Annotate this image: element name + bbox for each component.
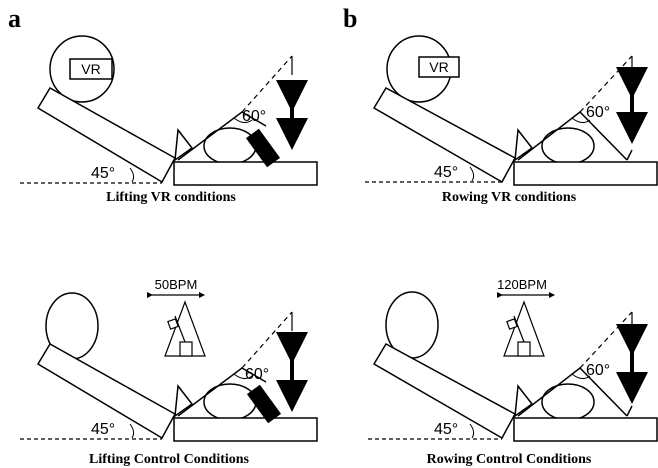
panel-caption: Rowing VR conditions [442,190,577,205]
rowing-lever [626,405,633,417]
seat-angle-label: 45° [434,164,458,181]
load-block [245,128,281,168]
vr-headset-label: VR [429,59,448,75]
bench-base [513,161,658,186]
knee-angle-arc [571,117,591,124]
seat-angle-label: 45° [434,421,458,438]
metronome-weight [179,341,193,357]
thigh-shape [541,127,595,165]
bench-base [173,417,318,442]
bench-base [513,417,658,442]
vr-headset [69,58,113,80]
metronome-icon [164,300,206,357]
person-figure [36,35,318,186]
vr-headset [418,56,460,78]
vertical-reference-line [579,311,633,369]
vertical-reference-line [241,311,293,369]
thigh-shape [203,383,257,421]
seat-angle-arc [129,167,135,183]
person-figure [36,292,318,442]
metronome-weight [517,341,531,357]
metronome-bob [506,318,518,330]
tempo-label: 50BPM [155,277,198,292]
metronome-pendulum [174,315,186,343]
tempo-label: 120BPM [497,277,547,292]
panel-caption: Rowing Control Conditions [427,452,592,467]
seat-angle-arc [129,423,135,439]
seat-angle-arc [469,166,475,182]
person-figure [372,291,658,442]
panel-letter-a: a [8,4,21,33]
knee-angle-label: 60° [586,362,610,379]
seat-wedge [174,384,194,418]
panel-rowing-control: 120BPM 45° 60° Rowing Control Conditions [368,277,658,467]
thigh-shape [203,127,257,165]
panel-lifting-vr: VR 45° 60° Lifting VR conditions [20,35,318,205]
seat-angle-arc [469,423,475,439]
knee-angle-arc [233,117,253,124]
knee-angle-label: 60° [586,104,610,121]
panel-caption: Lifting Control Conditions [89,452,250,467]
seat-wedge [514,128,534,162]
metronome-icon [503,300,545,357]
knee-angle-label: 60° [245,366,269,383]
knee-angle-arc [233,373,253,380]
metronome-bob [167,318,179,330]
vr-headset-label: VR [81,61,100,77]
seat-angle-label: 45° [91,421,115,438]
panel-rowing-vr: VR 45° 60° Rowing VR conditions [365,35,658,205]
knee-angle-label: 60° [242,108,266,125]
person-figure [372,35,658,186]
panel-letter-b: b [343,4,357,33]
load-block [246,384,282,424]
knee-angle-arc [571,373,591,380]
vertical-reference-line [579,55,633,113]
thigh-shape [541,383,595,421]
metronome-pendulum [513,315,525,343]
seat-wedge [514,384,534,418]
vertical-reference-line [241,55,293,113]
panel-lifting-control: 50BPM 45° 60° Lifting Control Conditions [20,277,318,467]
panel-caption: Lifting VR conditions [106,190,236,205]
seat-wedge [174,128,194,162]
bench-base [173,161,318,186]
seat-angle-label: 45° [91,165,115,182]
rowing-lever [626,149,633,161]
